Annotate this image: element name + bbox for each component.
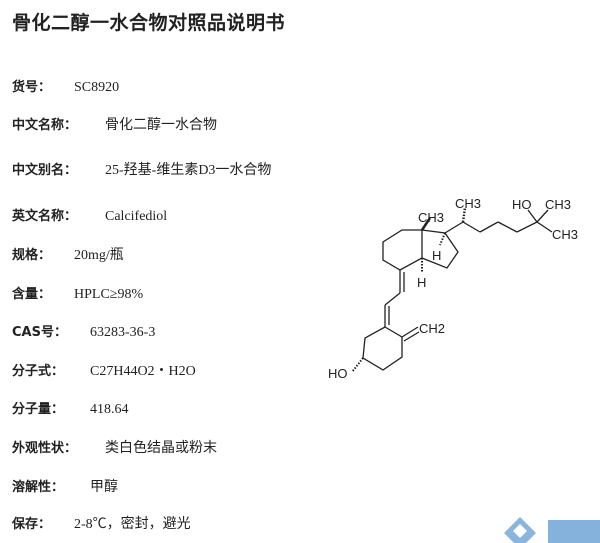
field-label: CAS号： — [12, 325, 67, 340]
field-label: 货号： — [12, 80, 52, 95]
field-label: 中文别名： — [12, 163, 78, 178]
chemical-structure: CH3 CH3 HO CH3 CH3 H H CH2 HO — [328, 196, 578, 381]
hydrogen-label: H — [417, 275, 426, 290]
field-label: 规格： — [12, 248, 52, 263]
hydroxyl-label: HO — [328, 366, 348, 381]
field-value: C27H44O2・H2O — [90, 364, 196, 379]
methyl-label: CH3 — [455, 196, 481, 211]
hydroxyl-label: HO — [512, 197, 532, 212]
field-value: SC8920 — [74, 80, 120, 95]
methyl-label: CH3 — [545, 197, 571, 212]
field-label: 保存： — [12, 517, 52, 532]
methyl-label: CH3 — [418, 210, 444, 225]
methylene-label: CH2 — [419, 321, 445, 336]
field-label: 溶解性： — [12, 480, 65, 495]
field-label: 英文名称： — [12, 209, 78, 224]
field-value: HPLC≥98% — [74, 287, 144, 302]
field-value: 25-羟基-维生素D3一水合物 — [105, 163, 272, 178]
field-value: Calcifediol — [105, 209, 168, 224]
field-label: 外观性状： — [12, 441, 78, 456]
field-label: 含量： — [12, 287, 52, 302]
field-value: 20mg/瓶 — [74, 248, 124, 263]
field-value: 类白色结晶或粉末 — [105, 441, 217, 456]
field-label: 中文名称： — [12, 118, 78, 133]
hydrogen-label: H — [432, 248, 441, 263]
field-value: 骨化二醇一水合物 — [105, 118, 217, 133]
field-value: 63283-36-3 — [90, 325, 156, 340]
logo-icon — [504, 517, 536, 543]
field-value: 甲醇 — [90, 480, 118, 495]
field-value: 418.64 — [90, 402, 129, 417]
methyl-label: CH3 — [552, 227, 578, 242]
field-label: 分子量： — [12, 402, 65, 417]
decorative-block — [548, 520, 600, 543]
field-value: 2-8℃，密封，避光 — [74, 517, 191, 532]
field-label: 分子式： — [12, 364, 65, 379]
page-title: 骨化二醇一水合物对照品说明书 — [12, 12, 286, 34]
